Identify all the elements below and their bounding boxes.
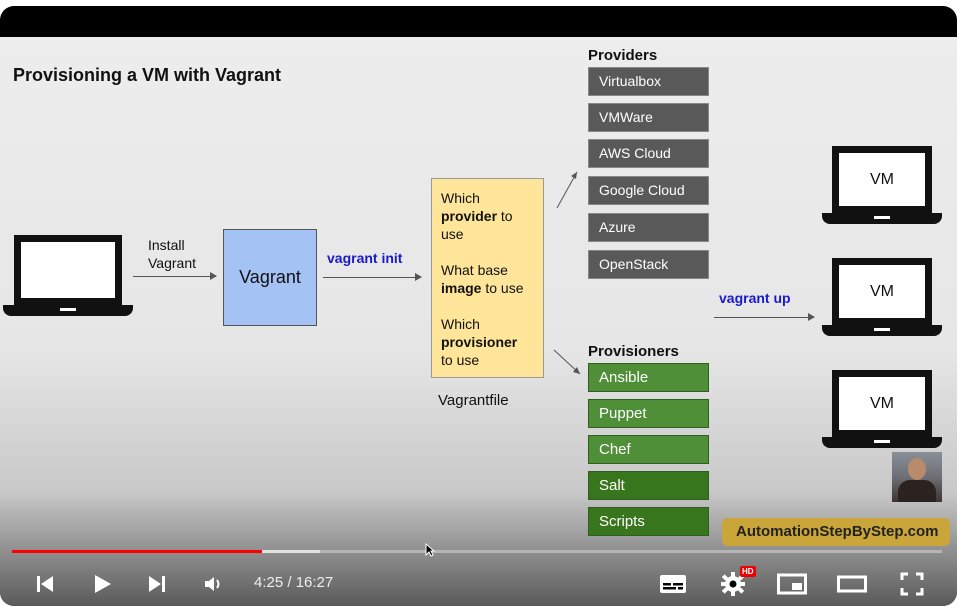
arrow-install bbox=[133, 272, 217, 280]
previous-button[interactable] bbox=[30, 564, 60, 604]
vagrant-up-label: vagrant up bbox=[719, 290, 791, 306]
presenter-thumbnail bbox=[892, 452, 942, 502]
provisioner-ansible: Ansible bbox=[588, 363, 709, 392]
miniplayer-icon bbox=[777, 573, 807, 595]
hd-badge: HD bbox=[740, 566, 756, 577]
providers-title: Providers bbox=[588, 47, 658, 64]
provisioners-title: Provisioners bbox=[588, 343, 679, 360]
arrow-up bbox=[714, 313, 815, 321]
fullscreen-button[interactable] bbox=[896, 564, 928, 604]
play-icon bbox=[95, 575, 111, 593]
laptop-icon bbox=[3, 235, 133, 320]
provider-google: Google Cloud bbox=[588, 176, 709, 205]
vagrant-box: Vagrant bbox=[223, 229, 317, 326]
vm-laptop-icon: VM bbox=[822, 258, 942, 338]
mouse-cursor-icon bbox=[425, 543, 435, 557]
diagonal-arrows bbox=[553, 171, 581, 375]
miniplayer-button[interactable] bbox=[775, 564, 809, 604]
theater-icon bbox=[837, 575, 867, 593]
control-bar: 4:25 / 16:27 HD bbox=[0, 564, 957, 604]
progress-played bbox=[12, 550, 263, 553]
video-player[interactable]: Provisioning a VM with Vagrant Install V… bbox=[0, 6, 957, 606]
subtitles-button[interactable] bbox=[656, 564, 690, 604]
channel-watermark[interactable]: AutomationStepByStep.com bbox=[722, 518, 950, 546]
settings-button[interactable] bbox=[716, 564, 750, 604]
arrow-init bbox=[323, 273, 422, 281]
slide-title: Provisioning a VM with Vagrant bbox=[13, 65, 282, 85]
provider-virtualbox: Virtualbox bbox=[588, 67, 709, 96]
vagrantfile-caption: Vagrantfile bbox=[438, 392, 509, 409]
provider-aws: AWS Cloud bbox=[588, 139, 709, 168]
progress-bar[interactable] bbox=[12, 550, 942, 553]
subtitles-icon bbox=[660, 575, 686, 593]
provider-vmware: VMWare bbox=[588, 103, 709, 132]
provisioner-salt: Salt bbox=[588, 471, 709, 500]
settings-icon bbox=[721, 572, 745, 596]
provider-azure: Azure bbox=[588, 213, 709, 242]
provisioner-chef: Chef bbox=[588, 435, 709, 464]
mute-button[interactable] bbox=[198, 564, 228, 604]
vm-laptop-icon: VM bbox=[822, 146, 942, 226]
video-frame: Provisioning a VM with Vagrant Install V… bbox=[0, 37, 957, 606]
volume-icon bbox=[205, 577, 220, 591]
fullscreen-icon bbox=[900, 572, 924, 596]
time-display: 4:25 / 16:27 bbox=[254, 574, 334, 591]
provisioner-scripts: Scripts bbox=[588, 507, 709, 536]
install-label: Install Vagrant bbox=[148, 237, 196, 271]
previous-icon bbox=[37, 576, 53, 592]
theater-button[interactable] bbox=[835, 564, 869, 604]
next-icon bbox=[149, 576, 165, 592]
vm-laptop-icon: VM bbox=[822, 370, 942, 450]
next-button[interactable] bbox=[142, 564, 172, 604]
provider-openstack: OpenStack bbox=[588, 250, 709, 279]
provisioner-puppet: Puppet bbox=[588, 399, 709, 428]
vagrant-init-label: vagrant init bbox=[327, 250, 403, 266]
play-button[interactable] bbox=[86, 564, 118, 604]
